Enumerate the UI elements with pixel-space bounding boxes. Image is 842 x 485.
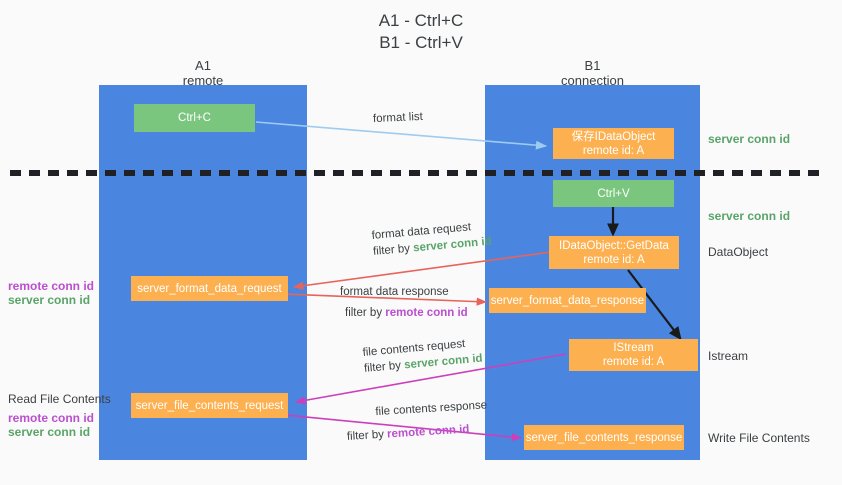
node-label: server_format_data_response xyxy=(490,294,645,307)
filter-prefix: filter by xyxy=(345,307,386,319)
note-format-server-conn-id: server conn id xyxy=(8,293,91,307)
note-server-conn-id-second: server conn id xyxy=(708,209,791,223)
node-server-format-data-request[interactable]: server_format_data_request xyxy=(131,276,288,301)
edge-label-text: file contents response xyxy=(375,399,488,419)
node-label: IDataObject::GetData xyxy=(559,239,669,252)
node-save-idataobject[interactable]: 保存IDataObject remote id: A xyxy=(553,128,674,159)
node-label: server_file_contents_request xyxy=(135,399,284,412)
node-label: IStream xyxy=(613,342,654,354)
node-sublabel: remote id: A xyxy=(582,144,645,157)
edge-label-format-list: format list xyxy=(373,109,423,127)
note-read-file-contents: Read File Contents xyxy=(8,392,111,406)
node-sublabel: remote id: A xyxy=(583,253,645,266)
edge-label-text: format list xyxy=(372,110,424,126)
node-istream[interactable]: IStream remote id: A xyxy=(569,339,698,371)
node-idataobject-getdata[interactable]: IDataObject::GetData remote id: A xyxy=(549,236,679,269)
edge-label-filter: filter by remote conn id xyxy=(346,420,489,445)
filter-value: server conn id xyxy=(403,352,484,372)
edge-label-file-contents-request: file contents request filter by server c… xyxy=(362,335,483,377)
lane-header-b1: B1 connection xyxy=(561,58,624,88)
filter-value: remote conn id xyxy=(386,423,470,441)
node-server-file-contents-response[interactable]: server_file_contents_response xyxy=(524,425,684,450)
lane-header-a1: A1 remote xyxy=(182,58,224,88)
filter-prefix: filter by xyxy=(346,428,388,443)
note-format-remote-conn-id: remote conn id xyxy=(8,279,95,293)
filter-prefix: filter by xyxy=(363,359,405,375)
node-sublabel: remote id: A xyxy=(602,356,665,368)
node-label: server_format_data_request xyxy=(137,282,282,295)
edge-label-file-contents-response: file contents response filter by remote … xyxy=(345,397,489,445)
filter-prefix: filter by xyxy=(372,242,414,258)
node-label: Ctrl+V xyxy=(597,187,630,200)
note-istream: Istream xyxy=(708,349,749,363)
edge-label-format-data-request: format data request filter by server con… xyxy=(371,218,492,260)
node-ctrl-v[interactable]: Ctrl+V xyxy=(553,180,674,207)
note-file-remote-conn-id: remote conn id xyxy=(8,411,95,425)
title-line-1: A1 - Ctrl+C xyxy=(378,11,464,30)
title-line-2: B1 - Ctrl+V xyxy=(379,33,463,52)
filter-value: server conn id xyxy=(412,235,493,255)
note-file-server-conn-id: server conn id xyxy=(8,425,91,439)
phase-divider xyxy=(10,170,822,176)
note-dataobject: DataObject xyxy=(708,245,769,259)
filter-value: remote conn id xyxy=(385,307,468,319)
node-label: Ctrl+C xyxy=(178,112,211,124)
edge-label-text: format data response xyxy=(340,286,449,298)
note-write-file-contents: Write File Contents xyxy=(708,431,810,445)
edge-label-format-data-response: format data response filter by remote co… xyxy=(340,284,468,321)
edge-label-filter: filter by remote conn id xyxy=(340,305,468,321)
node-label: server_file_contents_response xyxy=(525,431,683,444)
node-ctrl-c[interactable]: Ctrl+C xyxy=(134,104,255,132)
node-label: 保存IDataObject xyxy=(571,130,656,143)
page-title: A1 - Ctrl+C B1 - Ctrl+V xyxy=(0,10,842,54)
node-server-file-contents-request[interactable]: server_file_contents_request xyxy=(131,393,288,418)
note-server-conn-id-top: server conn id xyxy=(708,132,791,146)
node-server-format-data-response[interactable]: server_format_data_response xyxy=(489,288,646,313)
